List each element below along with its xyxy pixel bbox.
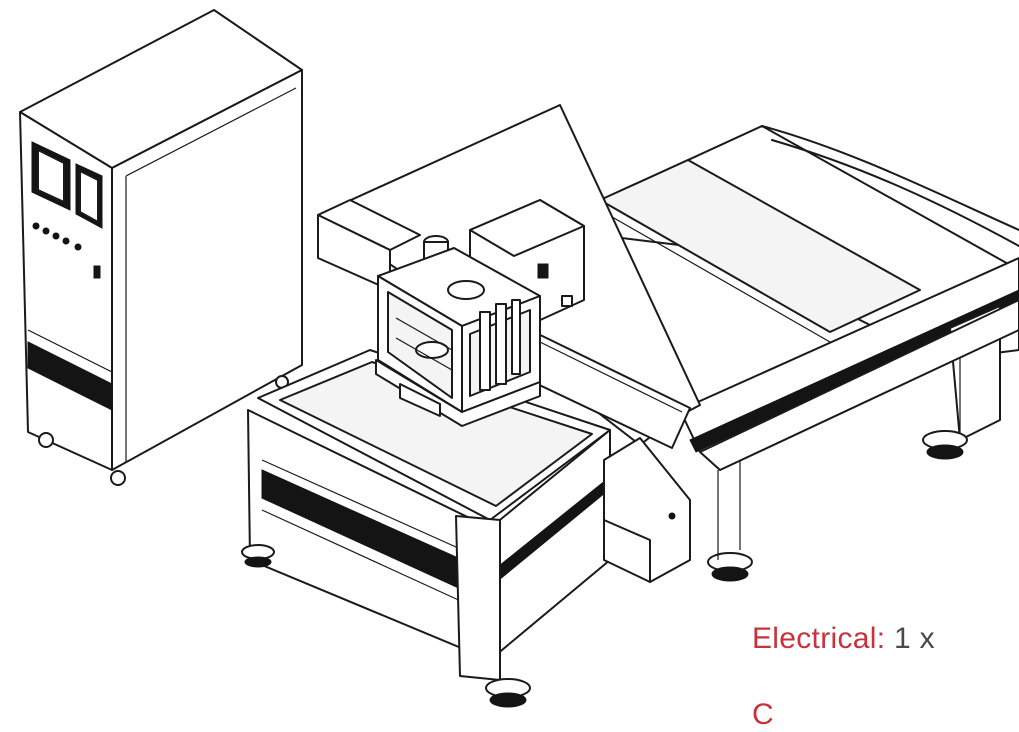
spec-second: C bbox=[752, 698, 774, 732]
spec-electrical-label: Electrical: bbox=[752, 622, 886, 655]
rear-table bbox=[539, 125, 1019, 582]
spec-second-label: C bbox=[752, 698, 774, 731]
cnc-machine-line-drawing bbox=[19, 9, 1019, 708]
cabinet-buttons bbox=[32, 222, 101, 279]
spec-electrical: Electrical: 1 x bbox=[752, 622, 935, 656]
control-cabinet bbox=[19, 9, 303, 486]
main-table bbox=[241, 349, 611, 708]
gantry-leg bbox=[603, 437, 691, 583]
cabinet-screens bbox=[31, 141, 103, 229]
tool-head bbox=[375, 199, 585, 427]
spec-electrical-value: 1 x bbox=[885, 622, 935, 655]
